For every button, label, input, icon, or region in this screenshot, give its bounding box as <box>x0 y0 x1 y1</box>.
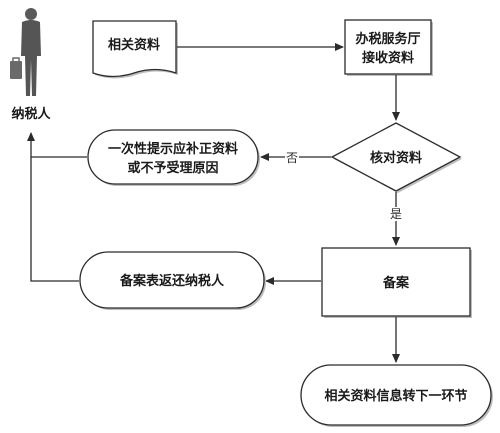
transfer-node: 相关资料信息转下一环节 <box>300 364 493 427</box>
return-node: 备案表返还纳税人 <box>79 251 266 310</box>
return-label: 备案表返还纳税人 <box>119 273 225 289</box>
check-decision-node: 核对资料 <box>330 122 462 193</box>
supplement-label-line1: 一次性提示应补正资料 <box>108 141 238 157</box>
materials-node: 相关资料 <box>92 20 178 79</box>
edge-return-to-actor <box>30 157 79 282</box>
record-node: 备案 <box>321 247 472 318</box>
yes-label: 是 <box>390 207 402 221</box>
edge-supplement-to-actor <box>27 132 87 158</box>
check-label: 核对资料 <box>370 150 422 166</box>
supplement-node: 一次性提示应补正资料 或不予受理原因 <box>87 129 260 186</box>
hall-label-line2: 接收资料 <box>362 50 414 66</box>
no-label-bg <box>285 150 299 164</box>
no-label: 否 <box>286 151 298 165</box>
person-with-briefcase-icon <box>10 8 41 96</box>
supplement-label-line2: 或不予受理原因 <box>127 160 218 176</box>
hall-label-line1: 办税服务厅 <box>355 31 420 47</box>
transfer-label: 相关资料信息转下一环节 <box>324 388 467 404</box>
actor-label: 纳税人 <box>11 106 51 122</box>
yes-label-bg <box>389 207 403 221</box>
materials-label: 相关资料 <box>108 37 160 53</box>
hall-node: 办税服务厅 接收资料 <box>344 19 433 76</box>
record-label: 备案 <box>382 275 410 291</box>
